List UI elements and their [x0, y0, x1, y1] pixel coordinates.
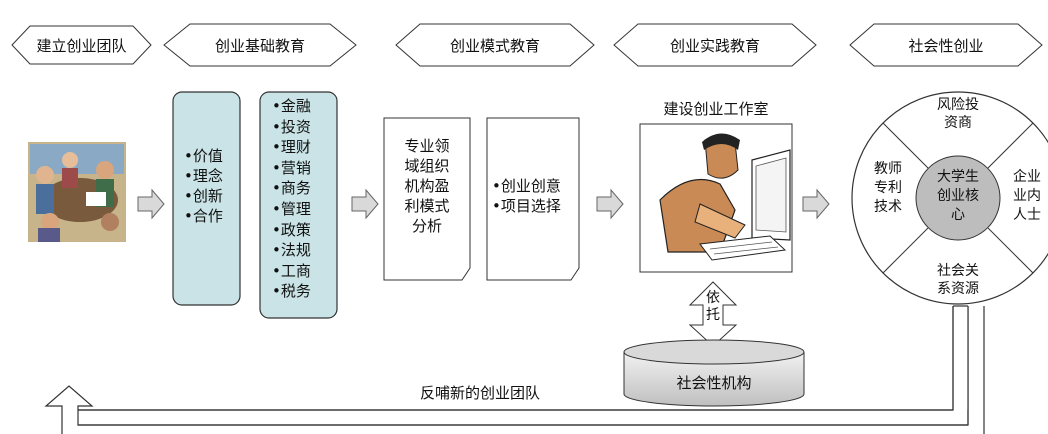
- team-meeting-image: [28, 142, 126, 242]
- stage-label-basic: 创业基础教育: [214, 37, 305, 55]
- circle-right-line: 业内: [1013, 188, 1041, 204]
- stage-hex-4: [613, 23, 817, 67]
- feedback-loop-arrow: [44, 306, 985, 434]
- circle-top-line: 风险投: [937, 97, 979, 113]
- knowledge-item: •管理: [272, 199, 311, 218]
- stage-label-practice: 创业实践教育: [669, 37, 760, 55]
- circle-right-line: 人士: [1013, 207, 1041, 223]
- studio-title: 建设创业工作室: [663, 100, 769, 118]
- support-label-char: 托: [706, 307, 720, 323]
- stage-label-social: 社会性创业: [908, 37, 984, 55]
- model-doc-2-line: •项目选择: [492, 197, 561, 215]
- stage-label-model: 创业模式教育: [449, 37, 540, 55]
- knowledge-item: •理财: [272, 138, 311, 157]
- model-doc-1-line: 机构盈: [404, 177, 450, 195]
- knowledge-item: •商务: [272, 179, 311, 198]
- model-doc-2-line: •创业创意: [492, 177, 561, 195]
- model-doc-2-text: •创业创意 •项目选择: [492, 176, 561, 216]
- knowledge-item: •政策: [272, 220, 311, 239]
- values-item: •价值: [184, 147, 223, 165]
- knowledge-item: •金融: [272, 97, 311, 115]
- arrow-team-to-basic: [137, 188, 165, 220]
- circle-bottom-line: 社会关: [937, 263, 979, 279]
- circle-center-line: 心: [951, 207, 965, 223]
- circle-left-text: 教师 专利 技术: [866, 160, 910, 217]
- circle-center-line: 创业核: [937, 188, 979, 204]
- circle-center-text: 大学生 创业核 心: [918, 168, 998, 225]
- institution-label: 社会性机构: [676, 374, 752, 392]
- circle-bottom-line: 系资源: [937, 281, 979, 297]
- support-label: 依 托: [703, 290, 723, 324]
- circle-left-line: 技术: [874, 199, 902, 215]
- knowledge-list: •金融 •投资 •理财 •营销 •商务 •管理 •政策 •法规 •工商 •税务: [272, 96, 311, 302]
- circle-left-line: 专利: [874, 180, 902, 196]
- institution-cylinder: [623, 339, 805, 407]
- circle-left-line: 教师: [874, 161, 902, 177]
- model-doc-1: [383, 117, 471, 281]
- knowledge-item: •营销: [272, 158, 311, 177]
- stage-hex-3: [395, 23, 595, 67]
- arrow-basic-to-model: [351, 188, 379, 220]
- values-box: [172, 91, 241, 306]
- stage-hex-1: [11, 25, 152, 65]
- model-doc-1-line: 分析: [411, 217, 442, 235]
- circle-center-line: 大学生: [937, 169, 979, 185]
- knowledge-item: •税务: [272, 282, 311, 301]
- circle-bottom-text: 社会关 系资源: [918, 262, 998, 298]
- model-doc-1-line: 域组织: [404, 157, 450, 175]
- core-circle: [915, 155, 1001, 241]
- model-doc-1-line: 专业领: [404, 137, 450, 155]
- circle-right-line: 企业: [1013, 169, 1041, 185]
- values-item: •理念: [184, 167, 223, 185]
- circle-top-line: 资商: [944, 115, 972, 131]
- values-item: •合作: [184, 207, 223, 225]
- stage-hex-5: [849, 23, 1043, 67]
- arrow-model-to-practice: [596, 188, 624, 220]
- knowledge-item: •投资: [272, 117, 311, 136]
- social-circle: [851, 91, 1048, 305]
- model-doc-2: [486, 117, 580, 281]
- knowledge-box: [259, 91, 338, 319]
- support-label-char: 依: [706, 290, 720, 306]
- studio-image: [639, 123, 793, 273]
- model-doc-1-line: 利模式: [404, 197, 450, 215]
- knowledge-item: •工商: [272, 261, 311, 280]
- feedback-label: 反哺新的创业团队: [419, 384, 540, 402]
- values-item: •创新: [184, 187, 223, 205]
- stage-hex-2: [163, 23, 357, 67]
- values-list: •价值 •理念 •创新 •合作: [184, 146, 223, 226]
- circle-top-text: 风险投 资商: [918, 96, 998, 132]
- arrow-practice-to-social: [802, 188, 830, 220]
- model-doc-1-text: 专业领 域组织 机构盈 利模式 分析: [384, 136, 470, 236]
- knowledge-item: •法规: [272, 241, 311, 260]
- stage-label-team: 建立创业团队: [36, 37, 127, 55]
- circle-right-text: 企业 业内 人士: [1013, 168, 1048, 225]
